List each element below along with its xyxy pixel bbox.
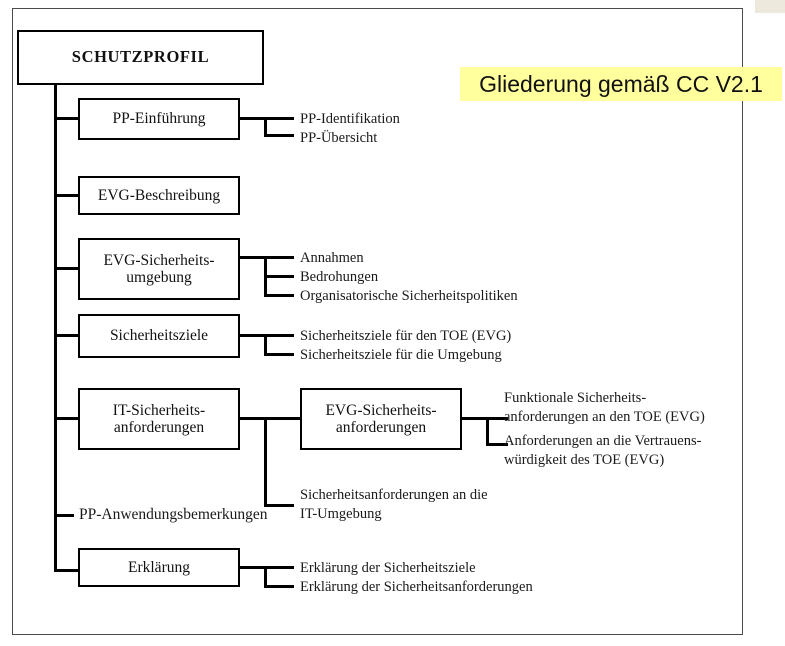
connector-sicherheitsziele-out xyxy=(238,334,266,337)
connector-evg-sicherheitsanforderungen-split xyxy=(486,417,489,445)
node-evg-beschreibung[interactable]: EVG-Beschreibung xyxy=(78,176,240,215)
connector-erklaerung-sicherheitsanforderungen xyxy=(264,585,294,588)
connector-sicherheitsziele-umgebung xyxy=(264,353,294,356)
node-evg-sicherheitsanforderungen-label: EVG-Sicherheits- anforderungen xyxy=(325,401,437,436)
connector-erklaerung-out xyxy=(238,566,266,569)
leaf-anforderungen-vertrauenswuerdigkeit: Anforderungen an die Vertrauens- würdigk… xyxy=(504,433,702,468)
connector-pp-uebersicht xyxy=(264,134,294,137)
connector-it-umgebung xyxy=(264,504,294,507)
leaf-organisatorische-sicherheitspolitiken: Organisatorische Sicherheitspolitiken xyxy=(300,288,518,304)
connector-sicherheitsziele-toe xyxy=(264,334,294,337)
connector-pp-einfuehrung-split xyxy=(264,117,267,137)
node-pp-anwendungsbemerkungen[interactable]: PP-Anwendungsbemerkungen xyxy=(79,506,268,523)
node-sicherheitsziele[interactable]: Sicherheitsziele xyxy=(78,314,240,358)
leaf-pp-identifikation: PP-Identifikation xyxy=(300,111,400,127)
leaf-pp-uebersicht: PP-Übersicht xyxy=(300,130,378,146)
connector-it-sicherheitsanforderungen-down xyxy=(264,417,267,507)
trunk-vertical-line xyxy=(54,85,57,572)
caption-highlight: Gliederung gemäß CC V2.1 xyxy=(460,67,782,101)
connector-bedrohungen xyxy=(264,275,294,278)
node-it-sicherheitsanforderungen-label: IT-Sicherheits- anforderungen xyxy=(112,401,206,436)
node-evg-sicherheitsumgebung[interactable]: EVG-Sicherheits- umgebung xyxy=(78,238,240,300)
connector-evg-sicherheitsumgebung-out xyxy=(238,256,266,259)
connector-pp-einfuehrung-out xyxy=(238,117,266,120)
connector-root-to-evg-sicherheitsumgebung xyxy=(54,267,80,270)
node-evg-sicherheitsumgebung-label: EVG-Sicherheits- umgebung xyxy=(103,251,215,286)
leaf-funktionale-sicherheitsanforderungen: Funktionale Sicherheits- anforderungen a… xyxy=(504,390,705,425)
connector-root-to-erklaerung xyxy=(54,569,80,572)
connector-anforderungen-vertrauenswuerdigkeit xyxy=(486,443,508,446)
connector-root-to-it-sicherheitsanforderungen xyxy=(54,417,80,420)
node-pp-einfuehrung[interactable]: PP-Einführung xyxy=(78,98,240,140)
corner-artifact xyxy=(755,0,785,13)
node-schutzprofil[interactable]: SCHUTZPROFIL xyxy=(17,30,264,85)
node-evg-beschreibung-label: EVG-Beschreibung xyxy=(97,186,221,204)
connector-root-to-pp-einfuehrung xyxy=(54,117,80,120)
connector-erklaerung-sicherheitsziele xyxy=(264,566,294,569)
node-it-sicherheitsanforderungen[interactable]: IT-Sicherheits- anforderungen xyxy=(78,388,240,450)
connector-funktionale-sicherheitsanforderungen xyxy=(486,417,508,420)
node-erklaerung[interactable]: Erklärung xyxy=(78,548,240,587)
connector-annahmen xyxy=(264,256,294,259)
connector-pp-identifikation xyxy=(264,117,294,120)
connector-root-to-evg-beschreibung xyxy=(54,194,80,197)
leaf-sicherheitsziele-umgebung: Sicherheitsziele für die Umgebung xyxy=(300,347,502,363)
node-erklaerung-label: Erklärung xyxy=(128,558,190,576)
connector-erklaerung-split xyxy=(264,566,267,587)
leaf-erklaerung-sicherheitsziele: Erklärung der Sicherheitsziele xyxy=(300,560,476,576)
node-evg-sicherheitsanforderungen[interactable]: EVG-Sicherheits- anforderungen xyxy=(300,388,462,450)
leaf-bedrohungen: Bedrohungen xyxy=(300,269,379,285)
connector-sicherheitsziele-split xyxy=(264,334,267,355)
leaf-erklaerung-sicherheitsanforderungen: Erklärung der Sicherheitsanforderungen xyxy=(300,579,533,595)
connector-organisatorische-sicherheitspolitiken xyxy=(264,294,294,297)
leaf-sicherheitsanforderungen-it-umgebung: Sicherheitsanforderungen an die IT-Umgeb… xyxy=(300,487,488,522)
connector-it-sicherheitsanforderungen-out xyxy=(238,417,302,420)
leaf-sicherheitsziele-toe: Sicherheitsziele für den TOE (EVG) xyxy=(300,328,512,344)
slide-frame-border xyxy=(12,8,743,635)
node-pp-einfuehrung-label: PP-Einführung xyxy=(112,110,206,128)
connector-root-to-pp-anwendungsbemerkungen xyxy=(54,514,74,517)
connector-root-to-sicherheitsziele xyxy=(54,334,80,337)
node-schutzprofil-label: SCHUTZPROFIL xyxy=(71,47,210,67)
connector-evg-sicherheitsanforderungen-out xyxy=(460,417,488,420)
node-sicherheitsziele-label: Sicherheitsziele xyxy=(109,327,209,345)
leaf-annahmen: Annahmen xyxy=(300,250,364,266)
